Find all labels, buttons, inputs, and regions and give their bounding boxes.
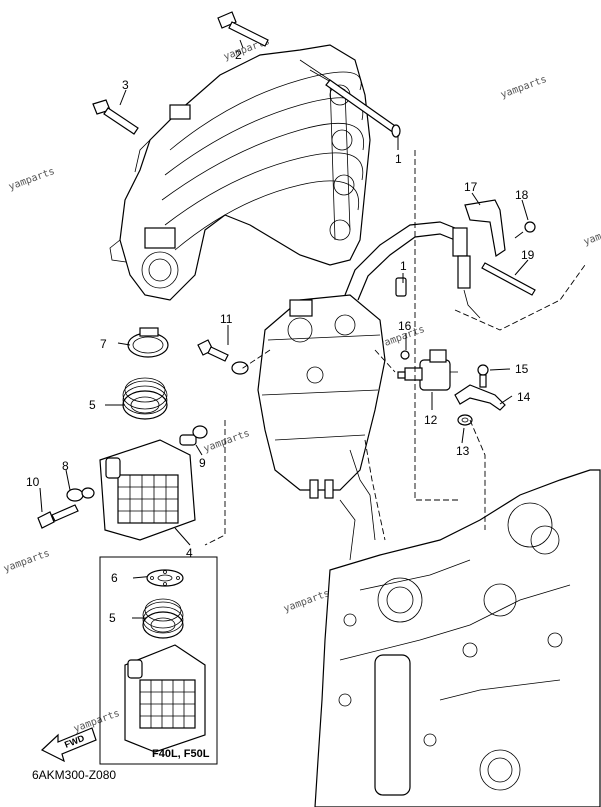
callout-10: 10 <box>26 475 40 489</box>
callout-5: 5 <box>89 398 96 412</box>
bolt-10 <box>37 504 79 529</box>
callout-17: 17 <box>464 180 478 194</box>
bolt-11 <box>197 339 249 375</box>
silencer-grid <box>118 475 178 523</box>
watermark-9: yamparts <box>72 708 121 735</box>
inset-box: F40L, F50L <box>99 556 218 765</box>
callout-2: 2 <box>235 48 242 62</box>
inset-plate-6 <box>146 569 184 587</box>
callout-7: 7 <box>100 337 107 351</box>
watermark-11: yamparts <box>582 221 601 248</box>
inset-silencer <box>124 644 206 753</box>
callout-3: 3 <box>122 78 129 92</box>
inset-label: F40L, F50L <box>152 748 210 760</box>
clip-16 <box>400 350 410 360</box>
watermark-5: yamparts <box>202 428 251 455</box>
pin-1-lower <box>395 277 407 297</box>
bolt-18 <box>514 221 536 239</box>
callout-14: 14 <box>517 390 531 404</box>
diagram-code: 6AKM300-Z080 <box>32 768 116 782</box>
bracket-17 <box>464 199 506 258</box>
grommet-8 <box>66 487 95 502</box>
sensor-12 <box>397 349 458 391</box>
callout-18: 18 <box>515 188 529 202</box>
fwd-arrow: FWD <box>40 727 97 763</box>
throttle-body-block <box>257 294 386 561</box>
bolt-3 <box>92 99 139 135</box>
inset-boot-5 <box>142 598 184 639</box>
bracket-14 <box>454 384 506 411</box>
callout-19: 19 <box>521 248 535 262</box>
watermark-6: yamparts <box>2 548 51 575</box>
callout-13: 13 <box>456 444 470 458</box>
callout-6: 6 <box>111 571 118 585</box>
collar-9 <box>179 425 208 446</box>
watermark-2: yamparts <box>499 74 548 101</box>
hose-loop <box>344 221 481 319</box>
silencer-4 <box>99 439 196 541</box>
callout-16: 16 <box>398 319 412 333</box>
callout-8: 8 <box>62 459 69 473</box>
callout-1-upper: 1 <box>395 152 402 166</box>
callout-4: 4 <box>186 546 193 560</box>
engine-block <box>314 469 601 807</box>
assembly-lines <box>204 150 586 546</box>
watermark-3: yamparts <box>7 166 56 193</box>
nut-13 <box>457 414 473 426</box>
hose-clamp-7 <box>127 327 169 358</box>
stud-1-upper <box>325 79 401 138</box>
intake-manifold <box>109 44 371 301</box>
callout-11: 11 <box>220 312 233 326</box>
callout-15: 15 <box>515 362 529 376</box>
callout-12: 12 <box>424 413 438 427</box>
rubber-boot-5 <box>122 377 168 420</box>
bolt-2 <box>217 11 269 47</box>
bolt-15 <box>477 364 489 388</box>
callout-9: 9 <box>199 456 206 470</box>
callout-5-inset: 5 <box>109 611 116 625</box>
leader-lines <box>39 39 529 619</box>
watermark-7: yamparts <box>282 588 331 615</box>
callout-1-lower: 1 <box>400 259 407 273</box>
cable-tie-19 <box>481 262 536 296</box>
callouts: 1 1 2 3 4 5 5 6 7 8 9 10 11 12 13 14 15 … <box>26 48 535 625</box>
